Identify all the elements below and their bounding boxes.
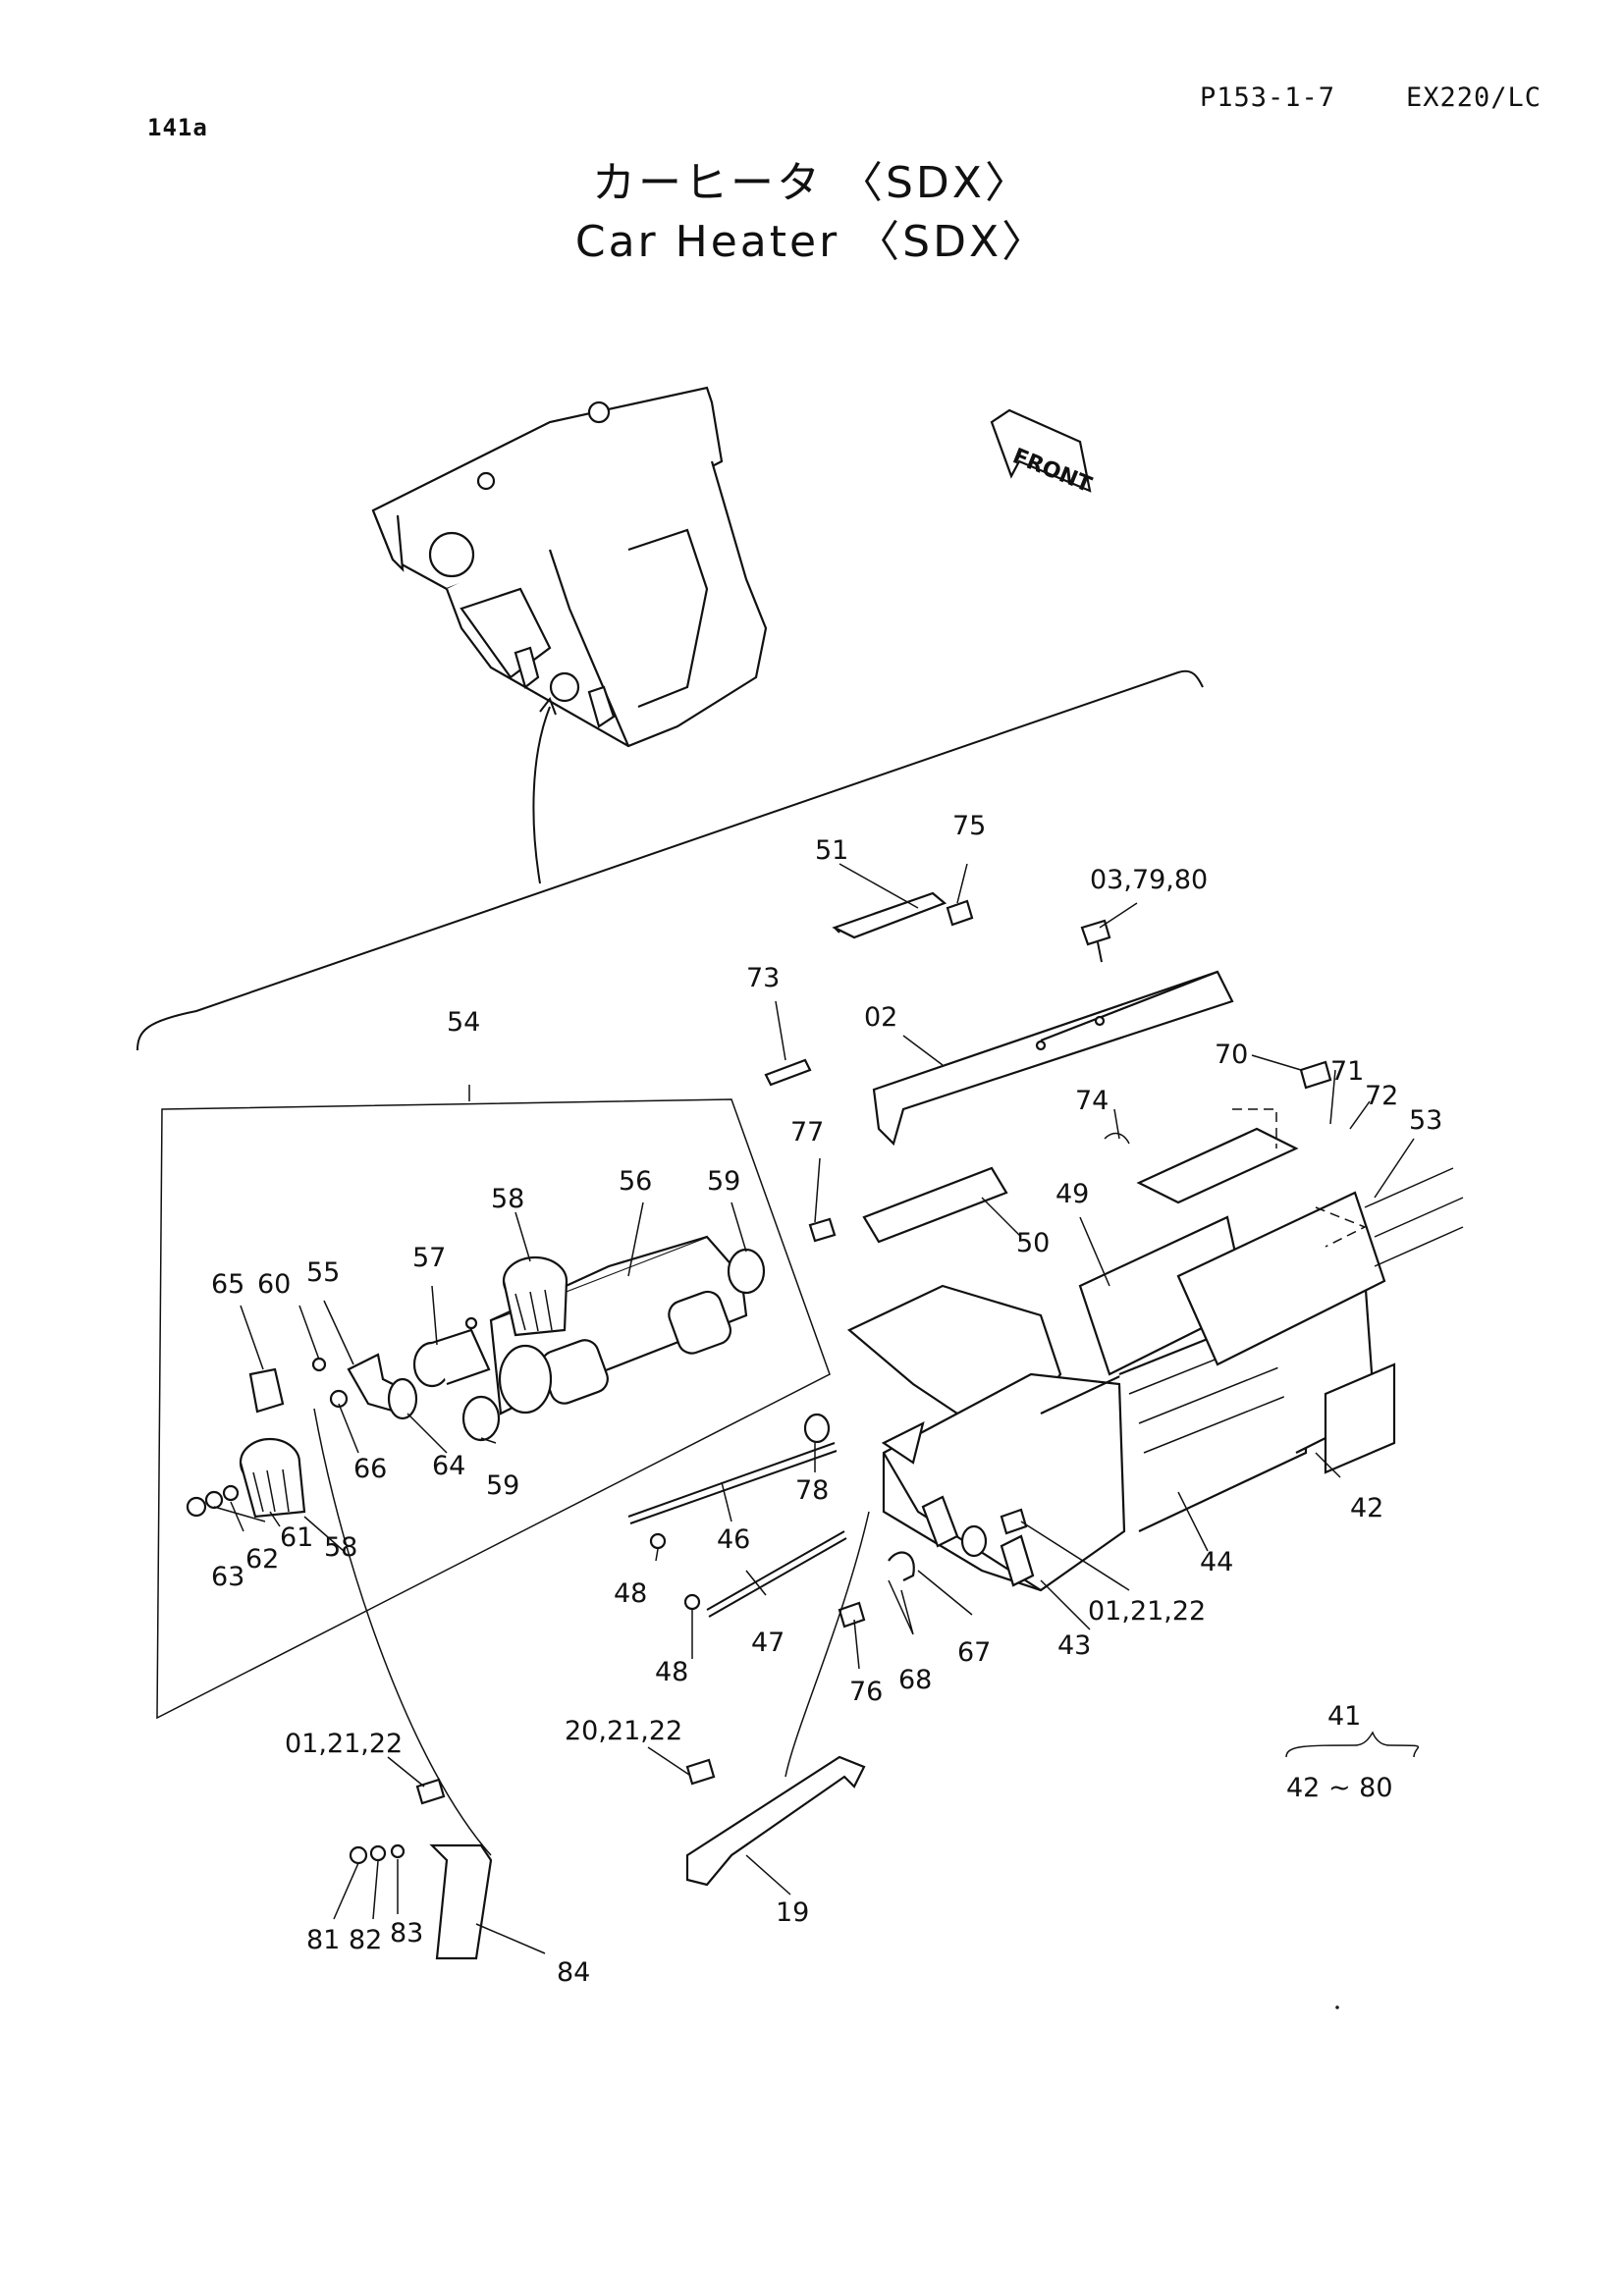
callout-labels: 51 75 03,79,80 73 02 54 70 71 72 53 74 7… (211, 811, 1442, 1988)
callout-60: 60 (257, 1269, 291, 1300)
callout-70: 70 (1215, 1040, 1248, 1070)
callout-62: 62 (245, 1544, 279, 1575)
callout-67: 67 (957, 1637, 991, 1668)
motor-drawing (412, 1316, 491, 1388)
callout-50: 50 (1016, 1228, 1050, 1258)
subassembly-54-outline (156, 1098, 831, 1720)
callout-47: 47 (751, 1628, 784, 1658)
heater-overview-drawing (371, 386, 768, 884)
callout-81: 81 (306, 1925, 340, 1955)
callout-78: 78 (795, 1475, 829, 1506)
callout-51: 51 (815, 835, 848, 866)
callout-83: 83 (390, 1918, 423, 1949)
callout-59-upper: 59 (707, 1166, 740, 1197)
callout-58-lower: 58 (324, 1532, 357, 1563)
callout-61: 61 (280, 1522, 313, 1553)
page-code: P153-1-7 (1200, 82, 1336, 113)
leader-lines (213, 863, 1415, 1954)
callout-55: 55 (306, 1257, 340, 1288)
callout-68: 68 (898, 1665, 932, 1695)
callout-63: 63 (211, 1562, 244, 1592)
callout-75: 75 (952, 811, 986, 841)
callout-57: 57 (412, 1243, 446, 1273)
callout-58-upper: 58 (491, 1184, 524, 1214)
callout-02: 02 (864, 1002, 897, 1033)
blower-wheel-lower (239, 1437, 306, 1519)
callout-65: 65 (211, 1269, 244, 1300)
model-label: EX220/LC (1406, 82, 1542, 113)
callout-03-79-80: 03,79,80 (1090, 865, 1208, 895)
callout-59-lower: 59 (486, 1470, 519, 1501)
callout-64: 64 (432, 1451, 465, 1481)
page-number: 141a (147, 114, 208, 141)
callout-71: 71 (1330, 1056, 1364, 1087)
callout-53: 53 (1409, 1105, 1442, 1136)
title-japanese: カーヒータ 〈SDX〉 (592, 158, 1031, 208)
callout-20-21-22: 20,21,22 (565, 1716, 682, 1746)
callout-74: 74 (1075, 1086, 1109, 1116)
callout-54: 54 (447, 1007, 480, 1038)
callout-72: 72 (1365, 1081, 1398, 1111)
callout-46: 46 (717, 1524, 750, 1555)
callout-48-lower: 48 (655, 1657, 688, 1687)
section-divider-curve (136, 669, 1204, 1051)
fan-housing-drawing (461, 1235, 766, 1442)
callout-01-21-22-right: 01,21,22 (1088, 1596, 1206, 1627)
callout-01-21-22-left: 01,21,22 (285, 1729, 403, 1759)
callout-84: 84 (557, 1957, 590, 1988)
callout-56: 56 (619, 1166, 652, 1197)
bolt-fasteners (415, 899, 1332, 1805)
callout-48-upper: 48 (614, 1578, 647, 1609)
callout-43: 43 (1057, 1630, 1091, 1661)
callout-77: 77 (790, 1117, 824, 1148)
callout-73: 73 (746, 963, 780, 993)
callout-19: 19 (776, 1897, 809, 1928)
callout-76: 76 (849, 1677, 883, 1707)
title-english: Car Heater 〈SDX〉 (574, 217, 1049, 267)
callout-42-80: 42 ~ 80 (1286, 1773, 1393, 1803)
front-direction-arrow: FRONT (990, 408, 1095, 498)
callout-82: 82 (349, 1925, 382, 1955)
callout-49: 49 (1055, 1179, 1089, 1209)
callout-44: 44 (1200, 1547, 1233, 1577)
callout-41: 41 (1327, 1701, 1361, 1732)
callout-42: 42 (1350, 1493, 1383, 1523)
callout-66: 66 (353, 1454, 387, 1484)
heater-unit-drawing (846, 1274, 1396, 1592)
